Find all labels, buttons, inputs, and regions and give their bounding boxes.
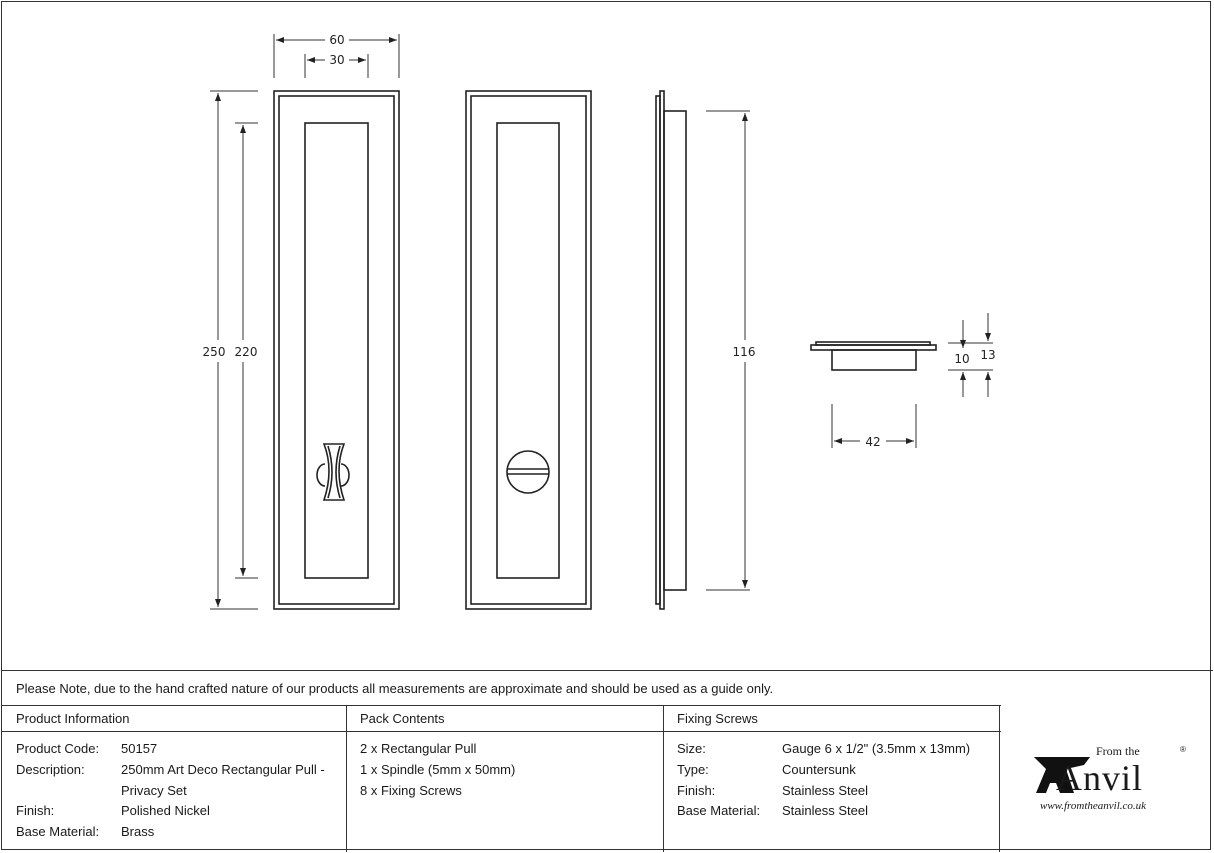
screw-finish-label: Finish: <box>677 783 716 798</box>
base-material-value: Brass <box>121 824 155 839</box>
fixing-screws-heading: Fixing Screws <box>677 711 758 726</box>
finish-label: Finish: <box>16 803 55 818</box>
base-material-label: Base Material: <box>16 824 100 839</box>
screw-size-value: Gauge 6 x 1/2" (3.5mm x 13mm) <box>782 741 971 756</box>
technical-drawing: 60 30 250 220 116 42 10 13 <box>203 33 996 610</box>
anvil-icon <box>1034 757 1090 793</box>
dim-width-outer: 60 <box>329 33 344 47</box>
logo-from-the: From the <box>1096 744 1140 758</box>
screw-material-value: Stainless Steel <box>782 803 868 818</box>
description-value-cont: Privacy Set <box>121 783 187 798</box>
logo-url: www.fromtheanvil.co.uk <box>1040 800 1147 812</box>
dim-depth-total: 13 <box>980 348 995 362</box>
logo-brand: Anvil <box>1056 758 1144 798</box>
front-view-release <box>465 90 592 610</box>
pack-item: 1 x Spindle (5mm x 50mm) <box>360 762 516 777</box>
product-info-heading: Product Information <box>16 711 130 726</box>
description-value: 250mm Art Deco Rectangular Pull - <box>121 762 325 777</box>
description-label: Description: <box>16 762 85 777</box>
disclaimer-note: Please Note, due to the hand crafted nat… <box>16 681 774 696</box>
pack-contents-heading: Pack Contents <box>360 711 445 726</box>
screw-type-value: Countersunk <box>782 762 856 777</box>
dim-width-inner: 30 <box>329 53 344 67</box>
emergency-release-icon <box>506 450 550 494</box>
dim-depth-body: 10 <box>954 352 969 366</box>
dim-body-width: 42 <box>865 435 880 449</box>
side-view <box>655 90 687 610</box>
screw-type-label: Type: <box>677 762 709 777</box>
registered-mark: ® <box>1180 745 1186 754</box>
product-code-label: Product Code: <box>16 741 100 756</box>
screw-size-label: Size: <box>677 741 706 756</box>
screw-finish-value: Stainless Steel <box>782 783 868 798</box>
dim-height-outer: 250 <box>203 345 226 359</box>
dim-side-height: 116 <box>733 345 756 359</box>
pack-item: 8 x Fixing Screws <box>360 783 462 798</box>
dim-height-inner: 220 <box>235 345 258 359</box>
pack-item: 2 x Rectangular Pull <box>360 741 477 756</box>
end-view <box>810 341 937 371</box>
product-code-value: 50157 <box>121 741 158 756</box>
dimension-lines <box>210 34 993 610</box>
finish-value: Polished Nickel <box>121 803 210 818</box>
from-the-anvil-logo: From the ® Anvil www.fromtheanvil.co.uk <box>1030 745 1190 815</box>
thumb-turn-icon <box>316 443 350 501</box>
front-view-thumbturn <box>273 90 400 610</box>
screw-material-label: Base Material: <box>677 803 761 818</box>
